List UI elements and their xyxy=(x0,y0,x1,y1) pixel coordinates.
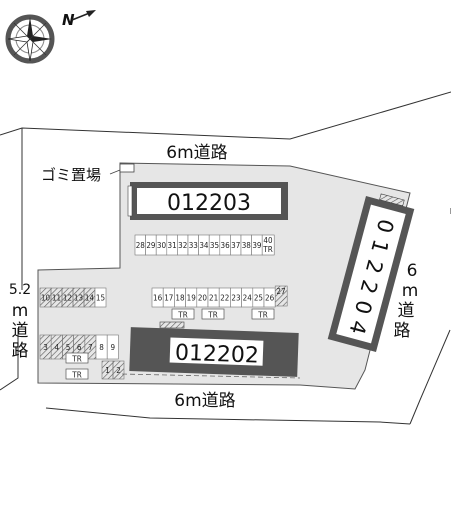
parking-space xyxy=(274,285,288,307)
trunk-room-label: TR xyxy=(177,311,187,320)
parking-space-number: 24 xyxy=(243,294,253,303)
parking-space-number: 10 xyxy=(41,294,51,303)
parking-space-number: 33 xyxy=(189,241,198,250)
trunk-room-label: TR xyxy=(71,371,81,380)
building-012202: 012202 xyxy=(129,321,299,377)
trunk-room-label: TR xyxy=(71,355,81,364)
parking-space-number: 20 xyxy=(198,294,208,303)
parking-space-number: 36 xyxy=(221,241,231,250)
road-east-char: 道 xyxy=(398,301,415,321)
garbage-station xyxy=(119,163,135,173)
parking-space xyxy=(94,287,107,308)
road-east-width: 6 xyxy=(407,261,418,281)
building-012202-label: 012202 xyxy=(175,341,260,369)
road-south-label: 6m道路 xyxy=(174,391,235,411)
parking-space-number: 4 xyxy=(55,343,60,352)
parking-space-number: 8 xyxy=(99,343,104,352)
parking-space-number: 26 xyxy=(265,294,275,303)
compass-north-label: N xyxy=(62,11,75,29)
compass-icon: N xyxy=(5,10,96,64)
road-east-char: m xyxy=(402,281,419,301)
building-012203-label: 012203 xyxy=(167,191,251,216)
parking-space-number: 37 xyxy=(231,241,240,250)
parking-space-number: 39 xyxy=(252,241,262,250)
parking-space-number: 21 xyxy=(209,294,218,303)
building-012204-char: 4 xyxy=(344,318,371,337)
trunk-room-boxes: TR TR TR TR TR xyxy=(65,308,275,380)
parking-space-number: 23 xyxy=(231,294,240,303)
lot-dashed-line xyxy=(121,373,301,379)
parking-space-number: 19 xyxy=(187,294,197,303)
parking-space-number: 7 xyxy=(88,343,93,352)
road-east-label: m道路 xyxy=(394,281,419,341)
parking-space-number: 14 xyxy=(85,294,95,303)
trunk-room xyxy=(251,308,275,320)
parking-space-number: 1 xyxy=(105,366,110,375)
parking-space xyxy=(112,360,125,380)
parking-space-number: 28 xyxy=(136,241,146,250)
parking-space-number: 11 xyxy=(52,294,61,303)
parking-space xyxy=(261,234,275,256)
parking-space-number: 2 xyxy=(116,366,121,375)
trunk-room-label: TR xyxy=(257,311,267,320)
road-east-char: 路 xyxy=(394,321,411,341)
parking-space-number: 13 xyxy=(74,294,83,303)
trunk-room-label: TR xyxy=(207,311,217,320)
parking-space-number: 32 xyxy=(178,241,187,250)
parking-space-number: 25 xyxy=(254,294,263,303)
building-012204-char: 2 xyxy=(355,277,382,296)
trunk-room xyxy=(65,368,89,380)
road-west-char: m xyxy=(12,301,29,321)
building-012204-char: 1 xyxy=(366,237,393,256)
parking-space-number: 34 xyxy=(199,241,209,250)
road-north-label: 6m道路 xyxy=(166,143,227,163)
parking-space-number: 5 xyxy=(66,343,71,352)
trunk-room xyxy=(171,308,195,320)
parking-space-number: 35 xyxy=(210,241,219,250)
road-west-char: 路 xyxy=(12,341,29,361)
building-012204-char: 0 xyxy=(350,298,377,317)
parking-space xyxy=(106,334,119,360)
building-012204-char: 2 xyxy=(361,257,388,276)
parking-space-number: 12 xyxy=(63,294,72,303)
garbage-station-label: ゴミ置場 xyxy=(41,166,101,184)
road-boundaries xyxy=(0,91,451,425)
parking-space-number: 18 xyxy=(175,294,185,303)
parking-space-number: 16 xyxy=(153,294,163,303)
road-west-char: 道 xyxy=(12,321,29,341)
parking-space-number: 30 xyxy=(157,241,167,250)
parking-space-number: 38 xyxy=(242,241,252,250)
road-west-label: m道路 xyxy=(12,301,29,361)
parking-space-number: 29 xyxy=(146,241,156,250)
parking-space-number: 9 xyxy=(111,343,116,352)
parking-space-number: 40 xyxy=(263,236,273,245)
trunk-room xyxy=(201,308,225,320)
trunk-room-label: TR xyxy=(262,245,272,254)
road-west-width: 5.2 xyxy=(9,282,31,298)
parking-space-number: 15 xyxy=(96,294,105,303)
building-012203: 012203 xyxy=(127,182,288,220)
trunk-room xyxy=(65,352,89,364)
parking-space-number: 27 xyxy=(276,287,285,296)
parking-space-number: 3 xyxy=(43,343,48,352)
building-012204-char: 0 xyxy=(372,216,399,235)
parking-space-number: 6 xyxy=(77,343,82,352)
parking-space-number: 17 xyxy=(164,294,173,303)
parking-space-number: 22 xyxy=(220,294,229,303)
parking-space-number: 31 xyxy=(168,241,177,250)
